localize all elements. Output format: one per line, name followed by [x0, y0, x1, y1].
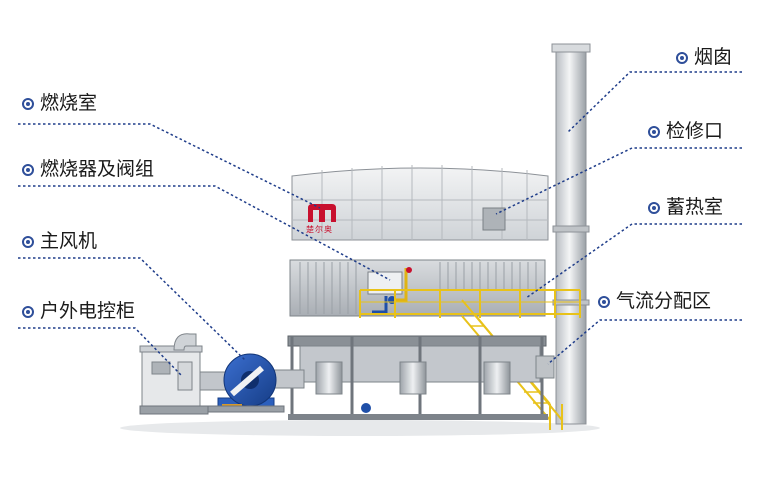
leader-lines [18, 71, 742, 377]
bullet-icon [22, 305, 34, 318]
bullet-icon [22, 163, 34, 176]
leader-access-port [495, 147, 742, 215]
bullet-icon [676, 51, 688, 64]
label-text: 燃烧器及阀组 [40, 158, 155, 180]
bullet-icon [648, 125, 660, 138]
leader-burner-valve-group [18, 185, 391, 281]
main-fan [217, 353, 277, 413]
label-outdoor-control-cabinet: 户外电控柜 [22, 302, 135, 321]
access-port-hatch [482, 207, 506, 231]
label-access-port: 检修口 [648, 122, 723, 141]
label-text: 户外电控柜 [40, 300, 136, 322]
bullet-icon [648, 201, 660, 214]
ground-shadow [120, 420, 600, 436]
outdoor-control-cabinet [139, 333, 285, 415]
regenerative-chamber-box [289, 259, 546, 317]
label-text: 烟囱 [694, 46, 733, 68]
label-text: 检修口 [666, 120, 724, 142]
label-text: 蓄热室 [666, 196, 724, 218]
leader-main-fan [18, 257, 246, 361]
leader-outdoor-control-cabinet [18, 327, 183, 377]
label-combustion-chamber: 燃烧室 [22, 94, 97, 113]
label-chimney: 烟囱 [676, 48, 732, 67]
platform-railing [359, 289, 581, 318]
combustion-chamber [291, 165, 549, 241]
burner-valve-group [367, 267, 412, 314]
label-text: 气流分配区 [616, 290, 712, 312]
label-text: 主风机 [40, 230, 98, 252]
leader-combustion-chamber [18, 123, 321, 209]
leader-regenerative-chamber [525, 223, 742, 299]
leader-chimney [567, 71, 742, 133]
bullet-icon [598, 295, 610, 308]
label-airflow-distribution-zone: 气流分配区 [598, 292, 711, 311]
chimney [551, 43, 591, 425]
bullet-icon [22, 97, 34, 110]
bullet-icon [22, 235, 34, 248]
label-burner-valve-group: 燃烧器及阀组 [22, 160, 154, 179]
airflow-distribution-frame [287, 335, 555, 420]
label-regenerative-chamber: 蓄热室 [648, 198, 723, 217]
label-text: 燃烧室 [40, 92, 98, 114]
leader-airflow-distribution-zone [547, 319, 742, 365]
brand-logo [308, 204, 336, 222]
valve-drums [315, 361, 511, 395]
label-main-fan: 主风机 [22, 232, 97, 251]
logo-text: 楚尔奥 [306, 225, 333, 234]
